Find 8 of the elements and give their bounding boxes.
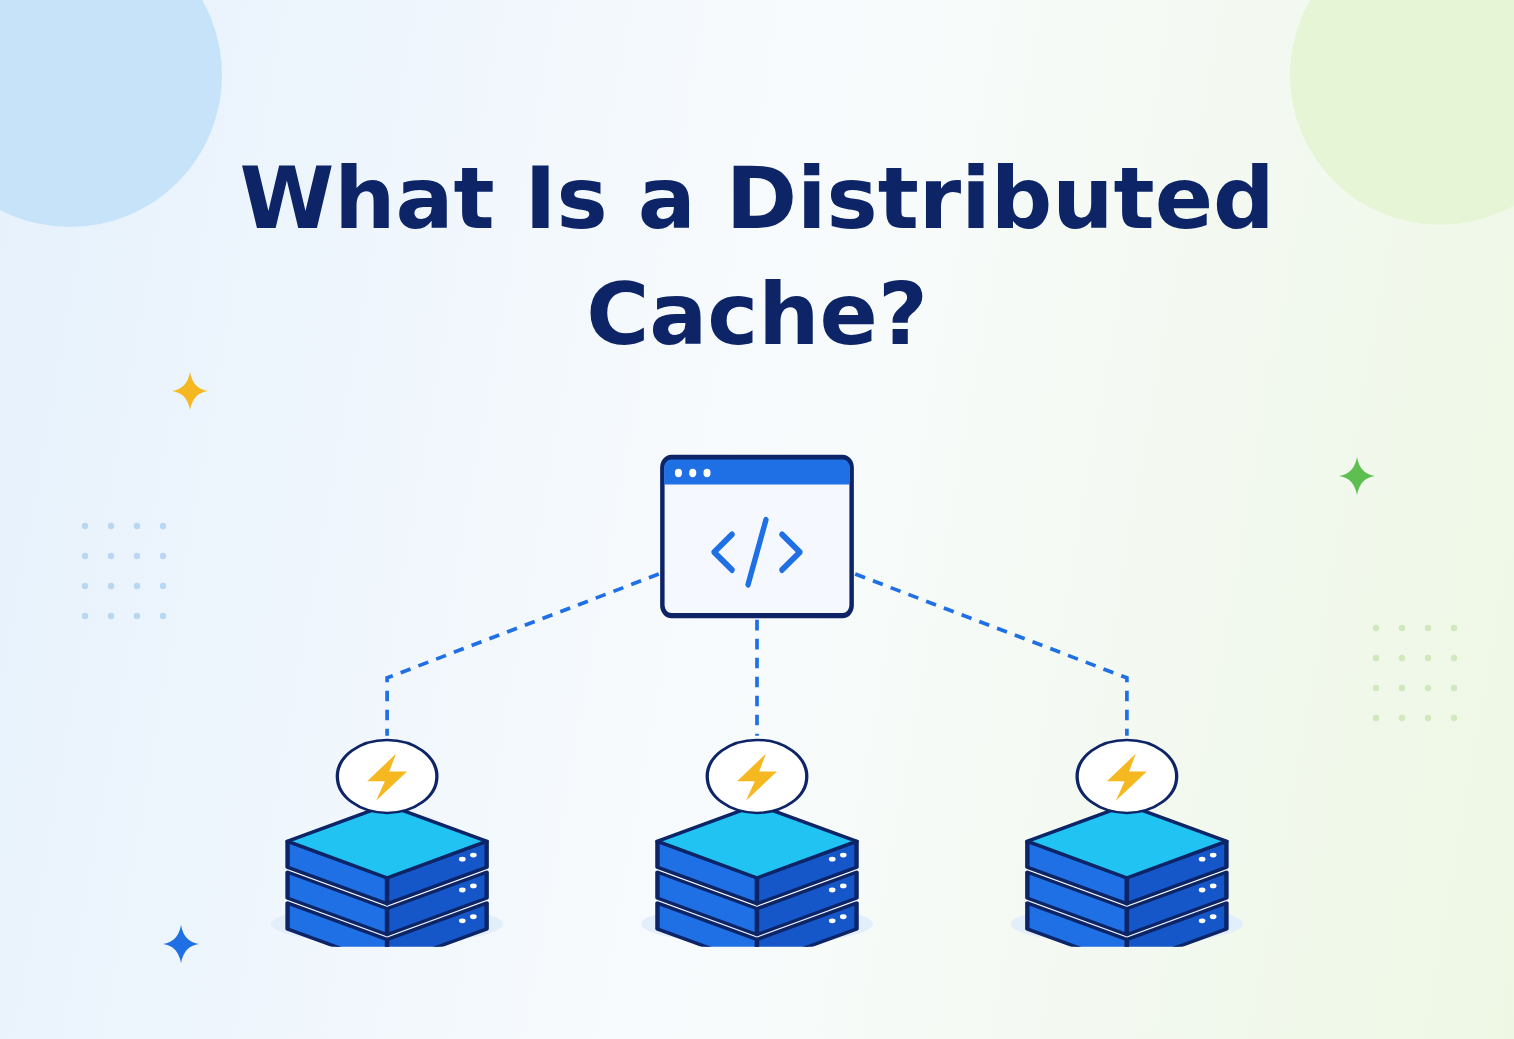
dashed-connector (854, 572, 1129, 736)
server-stack-icon (640, 738, 874, 947)
app-window-icon (659, 454, 855, 619)
dashed-connector (385, 572, 660, 736)
title: What Is a Distributed Cache? (238, 147, 1276, 366)
server-stack-icon (270, 738, 504, 947)
server-stack-icon (1010, 738, 1244, 947)
dashed-connector (755, 619, 759, 736)
